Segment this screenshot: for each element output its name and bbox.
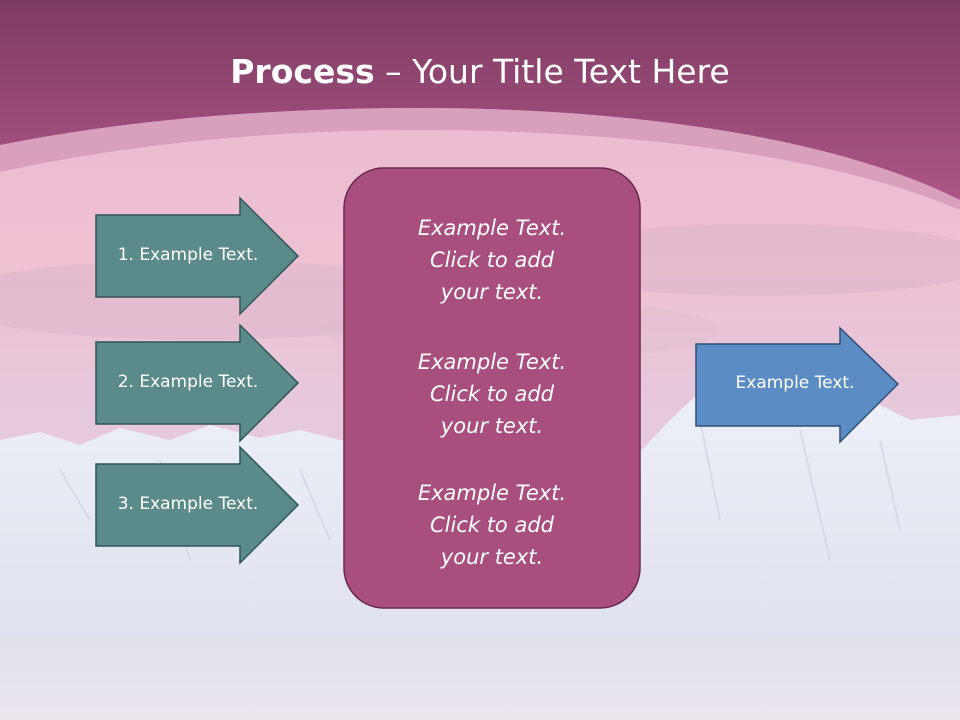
title-rest: Your Title Text Here: [412, 52, 730, 91]
center-block-line: Example Text.: [417, 481, 567, 505]
title-bold: Process: [230, 52, 375, 91]
center-block-2: Example Text. Click to add your text.: [346, 346, 638, 442]
step-label-2: 2. Example Text.: [117, 372, 259, 392]
center-block-line: Example Text.: [417, 216, 567, 240]
center-block-line: Example Text.: [417, 350, 567, 374]
result-arrow[interactable]: [695, 326, 900, 444]
center-block-line: your text.: [440, 545, 544, 569]
center-block-1: Example Text. Click to add your text.: [346, 212, 638, 308]
slide-title[interactable]: Process – Your Title Text Here: [0, 52, 960, 91]
step-label-3: 3. Example Text.: [117, 494, 259, 514]
title-dash: –: [374, 52, 413, 91]
step-arrow-3[interactable]: [95, 445, 300, 565]
step-arrow-1[interactable]: [95, 196, 300, 316]
center-block-line: Click to add: [429, 513, 554, 537]
step-arrow-2[interactable]: [95, 323, 300, 443]
center-block-line: your text.: [440, 280, 544, 304]
center-block-line: Click to add: [429, 382, 554, 406]
center-block-line: your text.: [440, 414, 544, 438]
step-label-1: 1. Example Text.: [117, 245, 259, 265]
center-block-3: Example Text. Click to add your text.: [346, 477, 638, 573]
center-text-box[interactable]: [343, 167, 641, 609]
center-block-line: Click to add: [429, 248, 554, 272]
result-label: Example Text.: [735, 373, 855, 393]
